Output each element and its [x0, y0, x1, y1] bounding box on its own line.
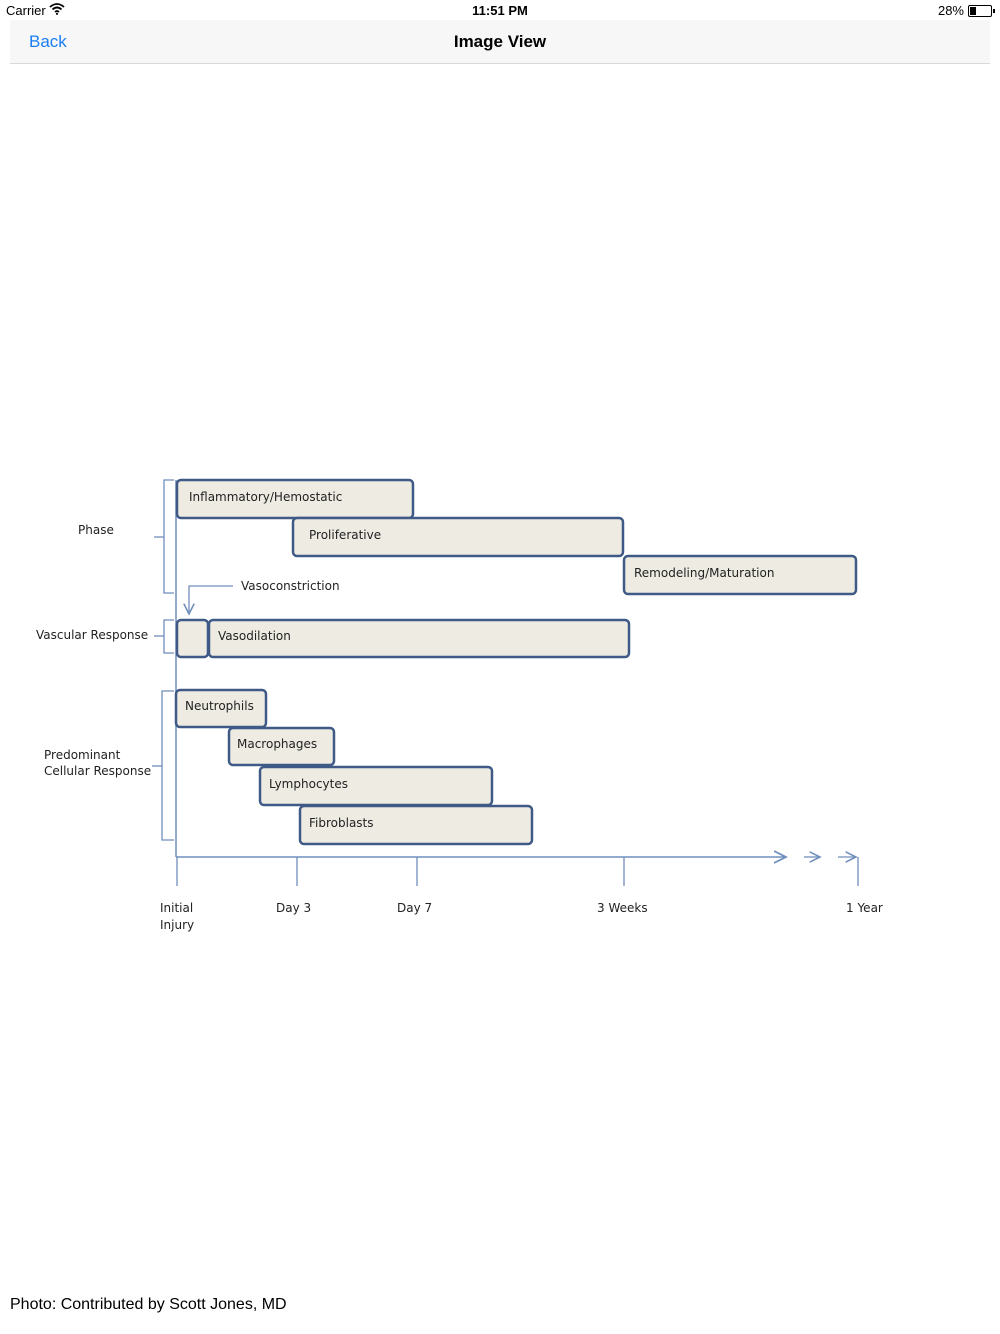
back-button[interactable]: Back [29, 32, 67, 51]
cellular-brace [161, 690, 174, 841]
lymphocytes-label: Lymphocytes [269, 777, 348, 791]
vasodilation-label: Vasodilation [218, 629, 291, 643]
axis-label-1year: 1 Year [846, 901, 883, 915]
vascular-brace [163, 619, 174, 654]
inflammatory-label: Inflammatory/Hemostatic [189, 490, 342, 504]
battery-fill [970, 7, 976, 15]
navigation-bar: Back Image View [10, 20, 990, 64]
axis-label-3weeks: 3 Weeks [597, 901, 648, 915]
macrophages-label: Macrophages [237, 737, 317, 751]
photo-caption: Photo: Contributed by Scott Jones, MD [10, 1296, 287, 1313]
remodeling-bar [622, 554, 858, 596]
vasoconstriction-label: Vasoconstriction [241, 579, 340, 593]
neutrophils-bar [174, 688, 268, 729]
macrophages-bar [227, 726, 336, 767]
vasoconstriction-arrow [189, 585, 233, 614]
proliferative-label: Proliferative [309, 528, 381, 542]
carrier-label: Carrier [6, 3, 46, 18]
wound-healing-figure: Phase Vascular Response Predominant Cell… [20, 460, 980, 960]
battery-nub [993, 9, 995, 13]
neutrophils-label: Neutrophils [185, 699, 254, 713]
cellular-response-label-line1: Predominant [44, 748, 121, 762]
phase-label: Phase [78, 523, 114, 537]
fibroblasts-bar [298, 804, 534, 846]
axis-label-day3: Day 3 [276, 901, 311, 915]
timeline-diagram: Phase Vascular Response Predominant Cell… [36, 478, 883, 932]
vascular-response-label: Vascular Response [36, 628, 148, 642]
axis-label-initial-line1: Initial [160, 901, 193, 915]
vasoconstriction-bar [175, 618, 210, 659]
remodeling-label: Remodeling/Maturation [634, 566, 774, 580]
vasodilation-bar [207, 618, 631, 659]
axis-label-day7: Day 7 [397, 901, 432, 915]
phase-brace [163, 479, 174, 594]
proliferative-bar [291, 516, 625, 558]
status-bar: Carrier 11:51 PM 28% [0, 0, 1000, 20]
battery-percent: 28% [937, 3, 964, 18]
cellular-response-label-line2: Cellular Response [44, 764, 151, 778]
clock: 11:51 PM [472, 3, 528, 18]
axis-label-initial-line2: Injury [160, 918, 194, 932]
fibroblasts-label: Fibroblasts [309, 816, 374, 830]
battery-icon [968, 5, 995, 17]
wifi-icon [49, 3, 65, 18]
page-title: Image View [453, 32, 547, 51]
